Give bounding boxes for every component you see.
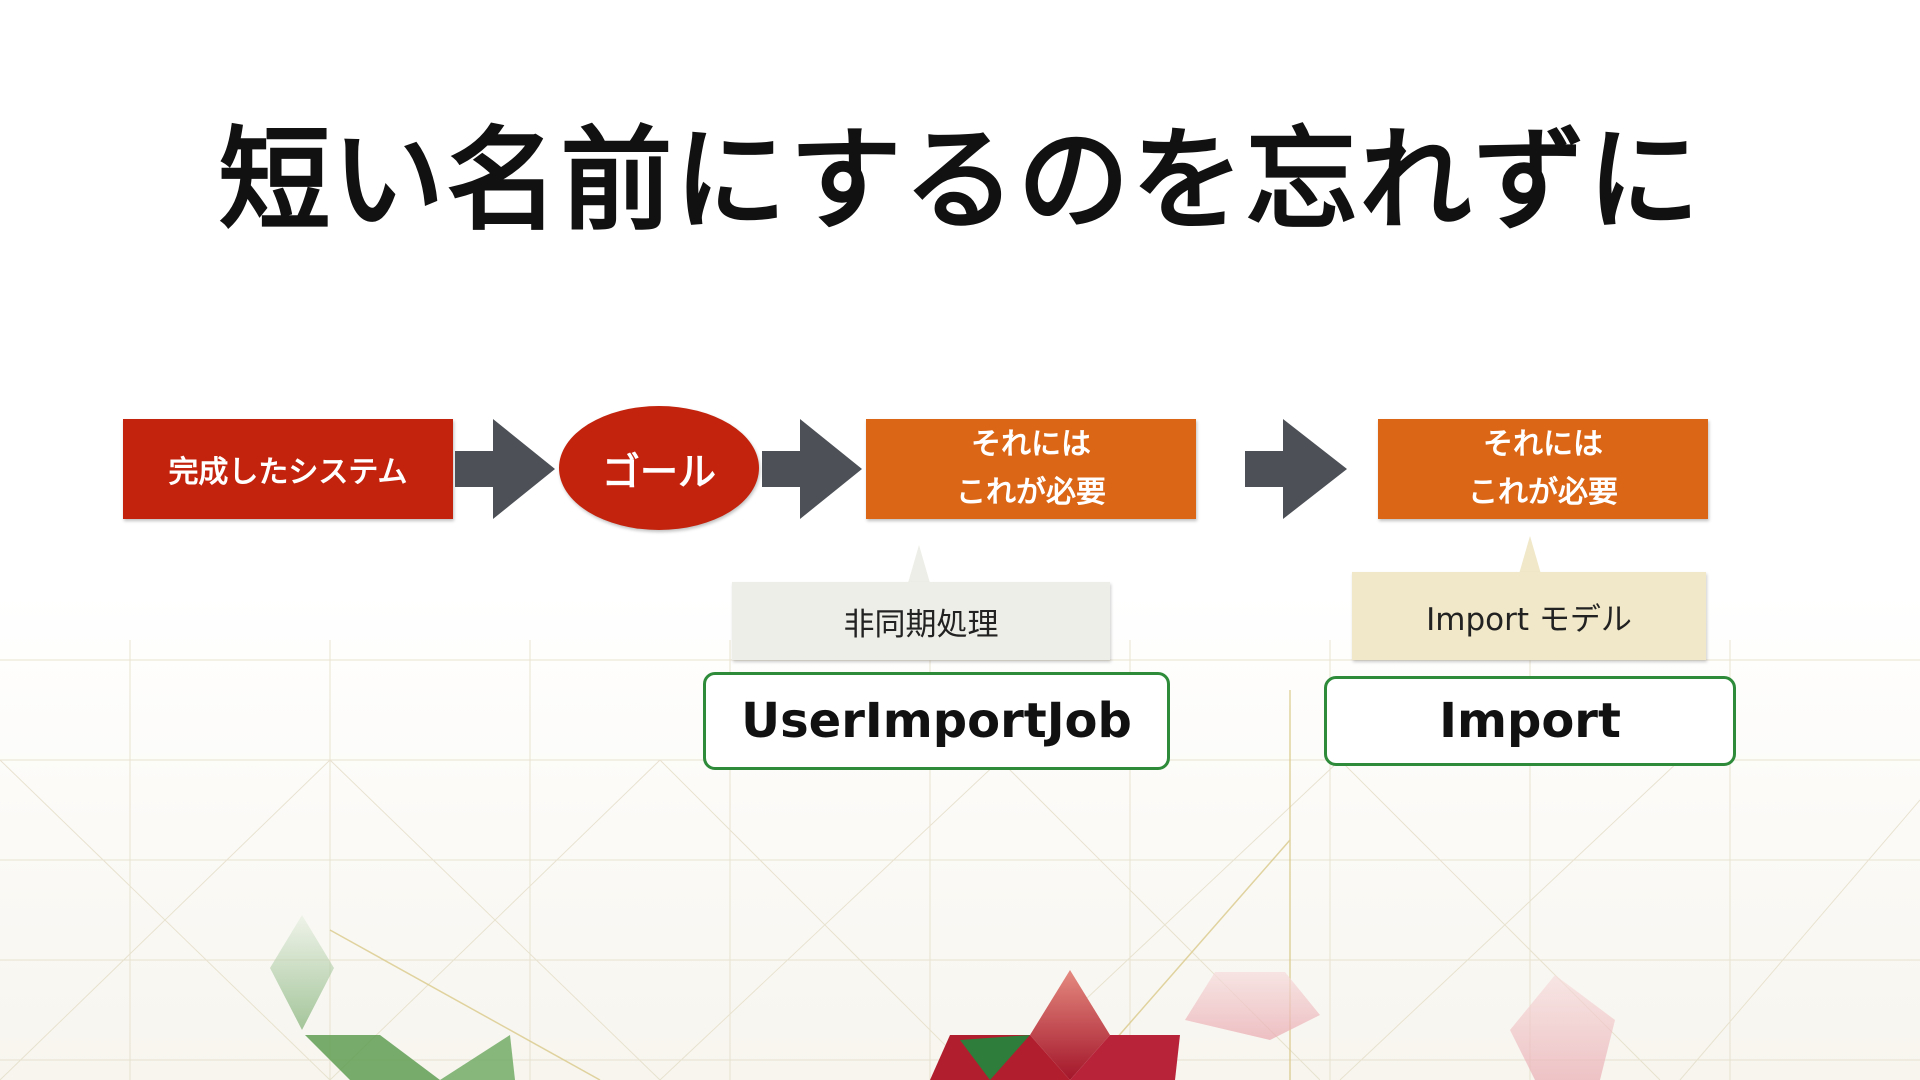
name-box-import: Import	[1324, 676, 1736, 766]
flow-arrow-3	[1245, 419, 1347, 519]
requirement-box-1: それには これが必要	[866, 419, 1196, 519]
requirement-box-2-line1: それには	[1483, 427, 1603, 462]
requirement-box-2: それには これが必要	[1378, 419, 1708, 519]
completed-system-label: 完成したシステム	[168, 455, 408, 490]
goal-ellipse: ゴール	[559, 406, 759, 530]
flow-arrow-2	[762, 419, 862, 519]
callout-2-label: Import モデル	[1426, 601, 1632, 638]
requirement-box-1-line1: それには	[971, 427, 1091, 462]
goal-label: ゴール	[601, 449, 716, 494]
flow-arrow-1	[455, 419, 555, 519]
callout-1-label: 非同期処理	[843, 606, 999, 643]
name-box-userimportjob: UserImportJob	[703, 672, 1170, 770]
requirement-box-1-line2: これが必要	[956, 475, 1106, 510]
name-box-1-label: UserImportJob	[741, 693, 1132, 749]
requirement-box-2-line2: これが必要	[1468, 475, 1618, 510]
callout-async-processing: 非同期処理	[732, 582, 1110, 660]
callout-2-tail	[1519, 536, 1541, 574]
name-box-2-label: Import	[1439, 693, 1621, 749]
callout-import-model: Import モデル	[1352, 572, 1706, 660]
completed-system-box: 完成したシステム	[123, 419, 453, 519]
callout-1-tail	[908, 545, 930, 583]
slide-title: 短い名前にするのを忘れずに	[218, 116, 1702, 246]
